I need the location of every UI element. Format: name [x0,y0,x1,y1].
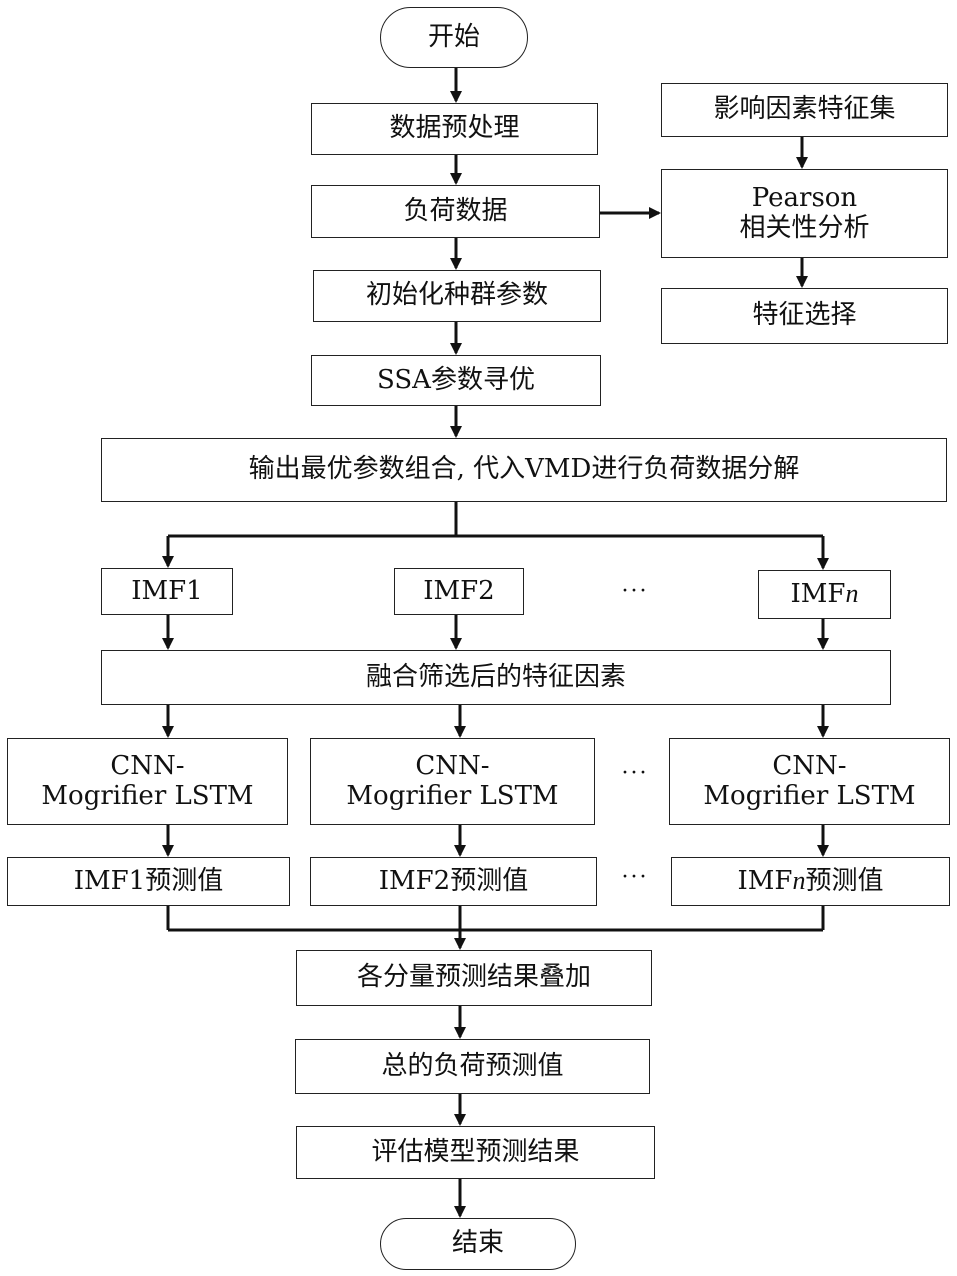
load-data-label: 负荷数据 [403,195,508,226]
imf-ellipsis: ··· [621,578,648,604]
end-label: 结束 [451,1228,504,1259]
modeln-label-line2: Mogrifier LSTM [703,780,916,811]
ssa-opt-box: SSA参数寻优 [311,355,601,406]
end-terminal: 结束 [380,1218,576,1270]
model1-label-line1: CNN- [110,750,185,781]
model1-box: CNN- Mogrifier LSTM [7,738,288,825]
predn-box: IMFn预测值 [671,857,950,906]
modeln-box: CNN- Mogrifier LSTM [669,738,950,825]
pred1-box: IMF1预测值 [7,857,290,906]
sum-components-box: 各分量预测结果叠加 [296,950,652,1006]
load-data-box: 负荷数据 [311,185,600,238]
imf2-box: IMF2 [394,568,524,615]
fuse-features-box: 融合筛选后的特征因素 [101,650,891,705]
start-terminal: 开始 [380,7,528,68]
total-pred-label: 总的负荷预测值 [381,1050,564,1081]
feature-select-box: 特征选择 [661,288,948,344]
model1-label-line2: Mogrifier LSTM [41,780,254,811]
feature-select-label: 特征选择 [752,300,857,331]
vmd-decompose-label: 输出最优参数组合, 代入VMD进行负荷数据分解 [248,454,800,485]
evaluate-box: 评估模型预测结果 [296,1126,655,1179]
imf2-label: IMF2 [423,575,495,606]
vmd-decompose-box: 输出最优参数组合, 代入VMD进行负荷数据分解 [101,438,947,502]
modeln-label-line1: CNN- [772,750,847,781]
feature-set-label: 影响因素特征集 [713,94,896,125]
init-population-box: 初始化种群参数 [313,270,601,322]
preprocess-box: 数据预处理 [311,103,598,155]
pred-ellipsis: ··· [621,864,648,890]
imfn-label: IMFn [790,579,859,610]
predn-label: IMFn预测值 [737,866,884,897]
model-ellipsis: ··· [621,760,648,786]
model2-label-line2: Mogrifier LSTM [346,780,559,811]
fuse-features-label: 融合筛选后的特征因素 [365,661,626,692]
imfn-box: IMFn [758,570,891,619]
imf1-box: IMF1 [101,568,233,615]
preprocess-label: 数据预处理 [389,113,520,144]
feature-set-box: 影响因素特征集 [661,83,948,137]
evaluate-label: 评估模型预测结果 [371,1136,580,1167]
start-label: 开始 [427,21,480,52]
pearson-label-line1: Pearson [751,182,858,213]
pearson-label-line2: 相关性分析 [739,212,870,243]
model2-box: CNN- Mogrifier LSTM [310,738,595,825]
pred1-label: IMF1预测值 [73,865,224,896]
ssa-opt-label: SSA参数寻优 [377,364,535,395]
imf1-label: IMF1 [131,575,203,606]
pred2-label: IMF2预测值 [378,865,529,896]
pearson-box: Pearson 相关性分析 [661,169,948,258]
init-population-label: 初始化种群参数 [365,280,548,311]
total-pred-box: 总的负荷预测值 [295,1039,650,1094]
sum-components-label: 各分量预测结果叠加 [356,962,591,993]
pred2-box: IMF2预测值 [310,857,597,906]
model2-label-line1: CNN- [415,750,490,781]
